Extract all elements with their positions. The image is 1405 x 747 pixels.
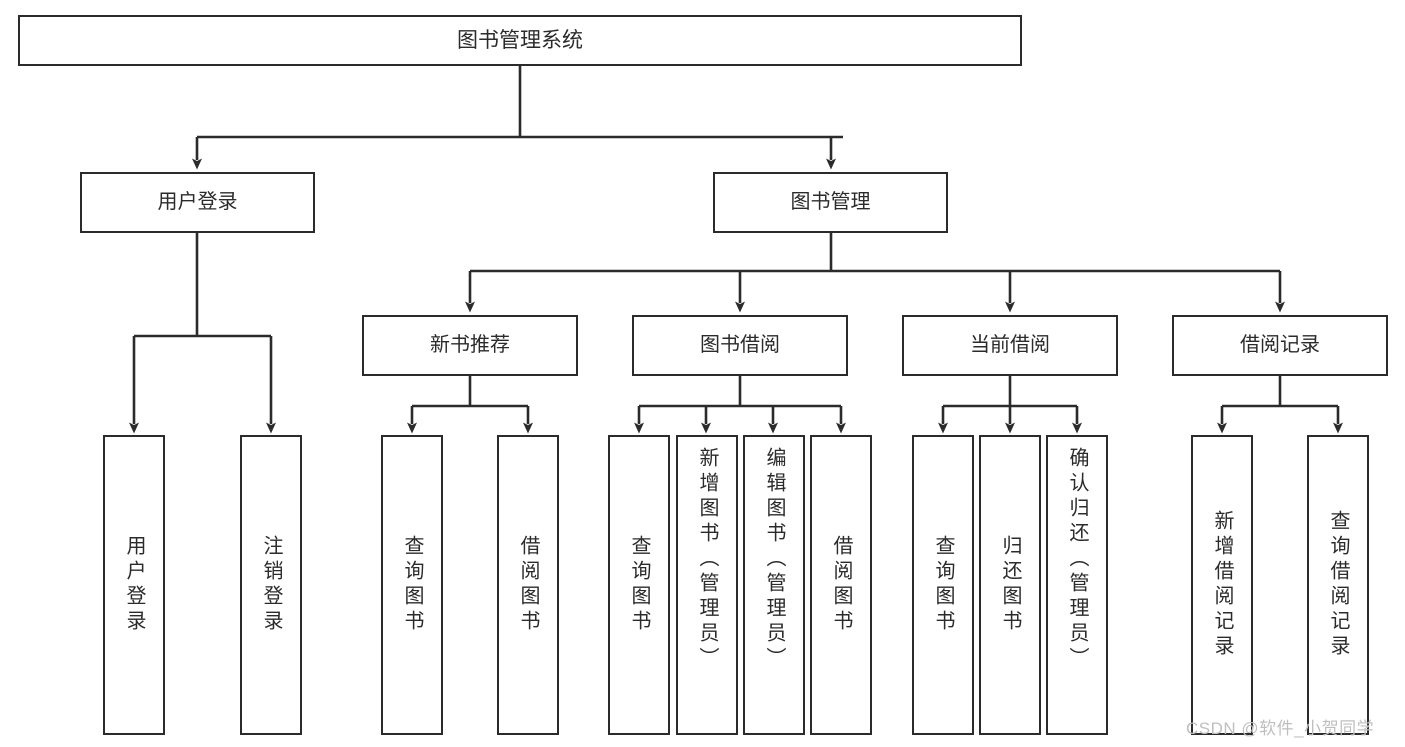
- node-label: 新增图书（管理员）: [696, 447, 718, 672]
- node-label: 查询借阅记录: [1327, 510, 1349, 660]
- node-label: 借阅记录: [1240, 334, 1320, 357]
- node-book-management[interactable]: 图书管理: [713, 172, 948, 233]
- csdn-watermark: CSDN @软件_小贺同学: [1186, 719, 1375, 738]
- node-label: 编辑图书（管理员）: [763, 447, 785, 672]
- node-current-borrow[interactable]: 当前借阅: [902, 315, 1118, 376]
- leaf-user-login-login[interactable]: 用户登录: [103, 435, 165, 735]
- leaf-user-login-logout[interactable]: 注销登录: [240, 435, 302, 735]
- leaf-current-borrow-confirm-return-admin[interactable]: 确认归还（管理员）: [1046, 435, 1108, 735]
- node-label: 借阅图书: [517, 535, 539, 635]
- node-label: 用户登录: [157, 191, 238, 214]
- node-label: 用户登录: [123, 535, 145, 635]
- node-label: 新书推荐: [430, 334, 510, 357]
- leaf-borrow-record-query-record[interactable]: 查询借阅记录: [1307, 435, 1369, 735]
- node-label: 查询图书: [401, 535, 423, 635]
- node-label: 查询图书: [932, 535, 954, 635]
- node-label: 确认归还（管理员）: [1066, 447, 1088, 672]
- node-label: 查询图书: [628, 535, 650, 635]
- node-book-borrow[interactable]: 图书借阅: [632, 315, 848, 376]
- leaf-new-book-query-book[interactable]: 查询图书: [381, 435, 443, 735]
- node-label: 当前借阅: [970, 334, 1050, 357]
- node-label: 图书管理: [790, 191, 871, 214]
- node-borrow-record[interactable]: 借阅记录: [1172, 315, 1388, 376]
- node-user-login[interactable]: 用户登录: [80, 172, 315, 233]
- node-label: 注销登录: [260, 535, 282, 635]
- leaf-current-borrow-return-book[interactable]: 归还图书: [979, 435, 1041, 735]
- node-label: 归还图书: [999, 535, 1021, 635]
- leaf-borrow-record-add-record[interactable]: 新增借阅记录: [1191, 435, 1253, 735]
- leaf-book-borrow-query-book[interactable]: 查询图书: [608, 435, 670, 735]
- node-root-book-management-system[interactable]: 图书管理系统: [18, 15, 1022, 66]
- node-label: 新增借阅记录: [1211, 510, 1233, 660]
- leaf-book-borrow-borrow-book[interactable]: 借阅图书: [810, 435, 872, 735]
- node-new-book-recommend[interactable]: 新书推荐: [362, 315, 578, 376]
- node-label: 图书管理系统: [457, 28, 583, 52]
- leaf-book-borrow-add-book-admin[interactable]: 新增图书（管理员）: [676, 435, 738, 735]
- node-label: 借阅图书: [830, 535, 852, 635]
- leaf-new-book-borrow-book[interactable]: 借阅图书: [497, 435, 559, 735]
- node-label: 图书借阅: [700, 334, 780, 357]
- leaf-current-borrow-query-book[interactable]: 查询图书: [912, 435, 974, 735]
- leaf-book-borrow-edit-book-admin[interactable]: 编辑图书（管理员）: [743, 435, 805, 735]
